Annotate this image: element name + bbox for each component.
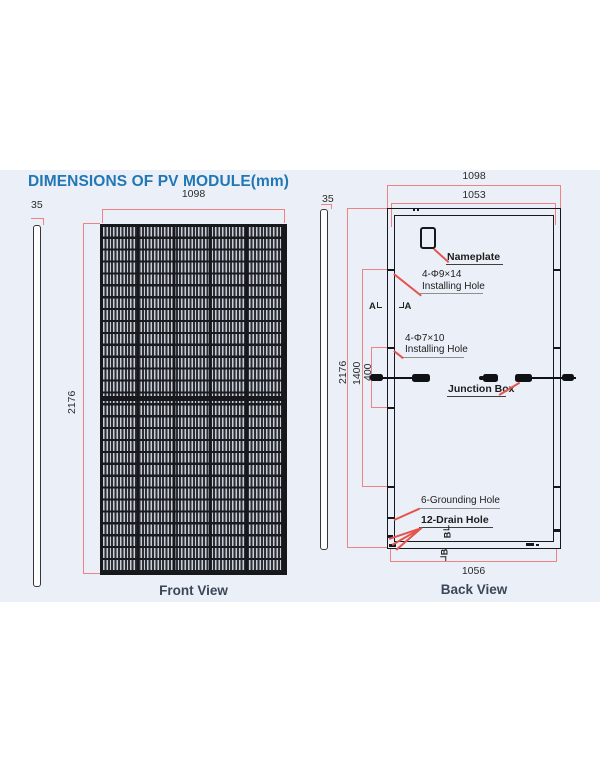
front-thickness-dim-label: 35 (31, 199, 43, 211)
front-width-dim-label: 1098 (181, 188, 206, 200)
back-bottom-width-dim-end-right (555, 549, 557, 562)
junction-box-underline (447, 396, 506, 398)
back-thickness-dim-label: 35 (322, 193, 334, 205)
back-outer-width-dim-label: 1098 (462, 170, 486, 182)
install-hole-tick (387, 406, 395, 410)
front-height-dim-line (83, 223, 85, 574)
section-b-mark-bottom: B (439, 549, 449, 562)
install-hole7-underline (403, 356, 464, 358)
grounding-hole-label: 6-Grounding Hole (421, 494, 500, 506)
cable-connector (369, 374, 383, 382)
back-thickness-dim-end (330, 204, 332, 209)
install-hole-tick (554, 346, 561, 350)
grounding-hole-tick (554, 529, 561, 532)
cable-right (530, 376, 576, 379)
drain-hole-label: 12-Drain Hole (421, 513, 489, 526)
drain-hole-underline (419, 526, 493, 528)
section-a-mark-right: A (398, 301, 412, 312)
back-frame-width-dim-line (391, 203, 556, 205)
back-400-dim-end-bottom (370, 406, 388, 408)
install-hole-tick (554, 485, 561, 489)
front-width-dim-end-left (102, 209, 104, 223)
install-hole9-name-label: Installing Hole (422, 280, 485, 292)
back-bottom-width-dim-label: 1056 (461, 564, 486, 577)
back-height-dim-label: 2176 (337, 360, 349, 384)
install-hole9-underline (420, 293, 483, 295)
front-thickness-dim-line (31, 218, 44, 220)
install-hole-tick (387, 268, 395, 272)
back-1400-dim-line (361, 269, 363, 487)
nameplate-label: Nameplate (447, 251, 501, 263)
front-panel (100, 224, 287, 575)
nameplate-outline (420, 227, 436, 249)
drain-hole-tick (526, 543, 534, 546)
section-a-letter: A (369, 301, 376, 312)
back-bottom-width-dim-line (390, 560, 557, 562)
section-cut-icon (398, 302, 404, 308)
front-height-dim-end-top (83, 223, 100, 225)
front-height-dim-label: 2176 (66, 390, 78, 414)
install-hole9-size-label: 4-Φ9×14 (422, 269, 462, 280)
section-a-mark-left: A (369, 301, 382, 312)
back-bottom-width-dim-end-left (390, 549, 392, 562)
grounding-hole-tick (387, 516, 395, 520)
cable-connector-tip (478, 376, 484, 380)
back-height-dim-line (347, 208, 349, 548)
back-outer-width-dim-end-right (559, 184, 561, 208)
back-outer-width-dim-line (387, 184, 561, 186)
drawing-title: DIMENSIONS OF PV MODULE(mm) (28, 173, 290, 190)
back-frame-width-dim-end-right (554, 203, 556, 225)
back-thickness-dim-line (321, 204, 332, 206)
cable-connector (514, 373, 532, 382)
section-b-mark-top: B (442, 525, 453, 539)
cable-connector (482, 373, 498, 382)
section-b-letter: B (442, 531, 453, 539)
back-1400-dim-end-bottom (361, 485, 388, 487)
section-cut-icon (443, 525, 450, 531)
front-panel-middle-divider (103, 396, 284, 401)
drain-hole-tick (389, 544, 396, 547)
cable-left (371, 376, 430, 379)
back-side-profile (320, 209, 328, 550)
junction-box-label: Junction Box (448, 383, 515, 395)
drain-hole-tick (536, 543, 539, 546)
cable-connector (412, 373, 430, 382)
install-hole7-name-label: Installing Hole (405, 344, 468, 355)
section-a-letter: A (404, 301, 412, 312)
back-height-dim-end-bottom (347, 546, 387, 548)
grounding-hole-underline (419, 507, 500, 509)
install-hole-tick (387, 485, 395, 489)
front-height-dim-end-bottom (83, 572, 100, 574)
install-hole-tick (387, 346, 395, 350)
front-view-caption: Front View (159, 583, 228, 598)
front-thickness-dim-end (42, 218, 44, 225)
back-1400-dim-end-top (361, 269, 388, 271)
install-hole7-size-label: 4-Φ7×10 (405, 332, 445, 344)
back-400-dim-end-top (370, 347, 388, 349)
back-height-dim-end-top (347, 208, 387, 210)
nameplate-underline (446, 263, 503, 266)
install-hole-tick (554, 268, 561, 272)
section-cut-icon (376, 302, 382, 308)
top-rail-hole-tick (416, 208, 420, 212)
cable-connector (562, 374, 574, 382)
back-view-caption: Back View (440, 582, 508, 597)
back-frame-width-dim-end-left (391, 203, 393, 227)
section-b-letter: B (439, 548, 450, 556)
front-width-dim-end-right (283, 209, 285, 223)
front-width-dim-line (102, 209, 285, 211)
back-frame-width-dim-label: 1053 (462, 189, 486, 201)
top-rail-hole-tick (412, 208, 416, 212)
back-1400-dim-label: 1400 (350, 361, 363, 385)
front-side-profile (33, 225, 41, 587)
back-outer-width-dim-end-left (387, 184, 389, 208)
